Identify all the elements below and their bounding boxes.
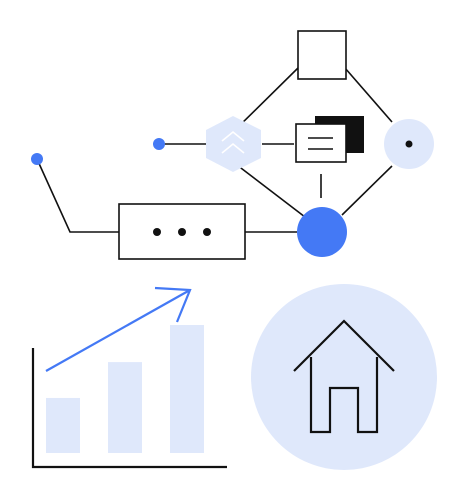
- chart-axes: [31, 348, 227, 469]
- circle-dot-node: [384, 119, 434, 169]
- ellipsis-dot: [203, 228, 211, 236]
- connector-line: [232, 67, 299, 133]
- stacked-document-icon: [295, 116, 364, 163]
- chart-bar: [108, 362, 142, 453]
- blue-endpoint-dot: [153, 138, 165, 150]
- ellipsis-dot: [178, 228, 186, 236]
- network-diagram: [36, 67, 393, 233]
- ellipsis-dot: [153, 228, 161, 236]
- trend-arrow-head: [154, 286, 192, 323]
- connector-line: [344, 67, 393, 123]
- hexagon-chevron-icon: [206, 116, 261, 172]
- blue-endpoint-dot: [31, 153, 43, 165]
- ellipsis-box: [118, 203, 246, 260]
- chart-bar: [170, 325, 204, 453]
- house-icon: [251, 284, 437, 470]
- trend-arrow: [45, 289, 191, 372]
- filled-blue-node: [297, 207, 347, 257]
- square-node: [297, 30, 347, 80]
- growth-chart-icon: [31, 286, 227, 469]
- chart-bar: [46, 397, 80, 453]
- connector-line: [341, 165, 393, 216]
- connector-line: [36, 158, 119, 233]
- chart-bars: [46, 325, 204, 453]
- connector-line: [236, 164, 306, 218]
